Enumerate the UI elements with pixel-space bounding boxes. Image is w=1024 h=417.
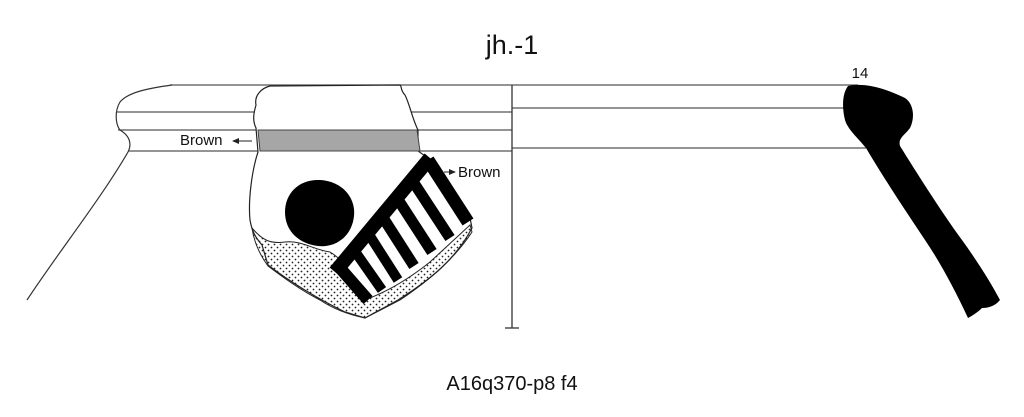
left-color-label: Brown	[180, 132, 223, 149]
right-arrow-icon	[444, 169, 456, 175]
right-color-label: Brown	[458, 164, 501, 181]
left-arrow-icon	[232, 138, 252, 144]
ladder-motif	[329, 153, 474, 304]
circle-motif	[285, 180, 355, 247]
vessel-section-profile	[843, 84, 1000, 318]
brown-band	[257, 129, 421, 152]
stippled-break-area	[251, 224, 473, 319]
rim-lines	[117, 84, 866, 152]
center-axis	[505, 85, 519, 329]
vessel-outer-profile	[26, 84, 173, 301]
drawing-title: jh.-1	[485, 30, 539, 60]
catalog-caption: A16q370-p8 f4	[446, 373, 577, 395]
diameter-label: 14	[852, 65, 869, 82]
